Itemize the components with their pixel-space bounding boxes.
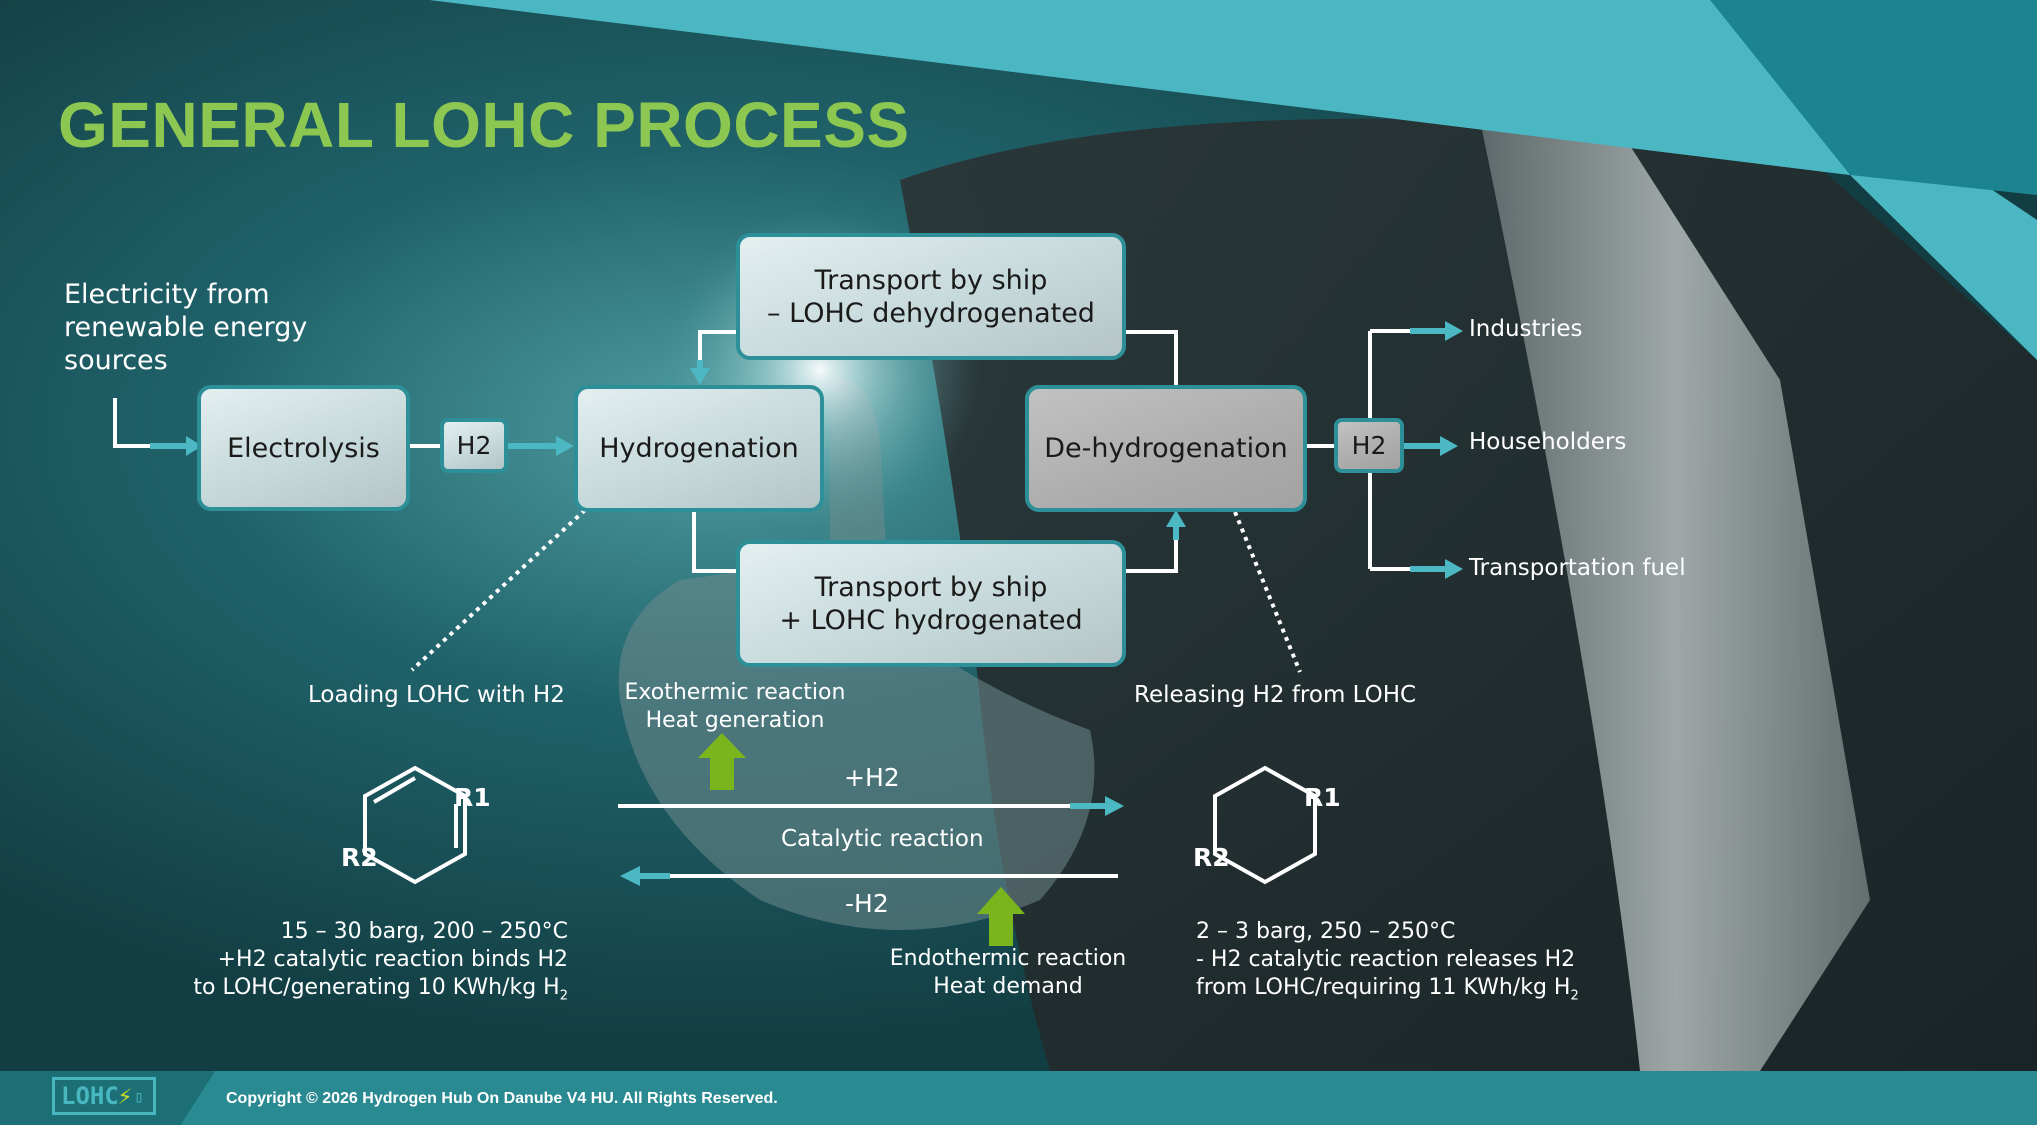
conditions-left-line1: 15 – 30 barg, 200 – 250°C — [280, 919, 568, 944]
loading-label: Loading LOHC with H2 — [308, 682, 565, 708]
endothermic-label: Endothermic reaction Heat demand — [868, 945, 1148, 1001]
conditions-right-line1: 2 – 3 barg, 250 – 250°C — [1196, 919, 1456, 944]
exothermic-line1: Exothermic reaction — [624, 680, 846, 705]
conditions-left-line3: to LOHC/generating 10 KWh/kg H — [193, 975, 560, 1000]
endothermic-arrow — [977, 887, 1025, 946]
right-molecule-r2: R2 — [1193, 843, 1230, 872]
h2-left-label: H2 — [456, 431, 492, 460]
left-molecule-r1: R1 — [454, 783, 491, 812]
dehydrogenation-box: De-hydrogenation — [1025, 385, 1307, 512]
plus-h2-label: +H2 — [844, 763, 900, 792]
h2-left-box: H2 — [440, 418, 508, 473]
lightning-icon: ⚡ — [117, 1082, 133, 1110]
exothermic-line2: Heat generation — [645, 708, 825, 733]
transport-bottom-line1: Transport by ship — [814, 571, 1048, 603]
releasing-label: Releasing H2 from LOHC — [1134, 682, 1417, 708]
page-title: GENERAL LOHC PROCESS — [58, 89, 910, 161]
transport-bottom-line2: + LOHC hydrogenated — [779, 604, 1083, 636]
output-transportation-fuel: Transportation fuel — [1469, 555, 1686, 581]
right-molecule-r1: R1 — [1304, 783, 1341, 812]
minus-h2-label: -H2 — [845, 889, 889, 918]
logo-text: LOHC — [61, 1082, 119, 1110]
conditions-right-line2: - H2 catalytic reaction releases H2 — [1196, 947, 1576, 972]
copyright-text: Copyright © 2026 Hydrogen Hub On Danube … — [226, 1090, 778, 1107]
endothermic-line2: Heat demand — [933, 974, 1083, 999]
catalytic-label: Catalytic reaction — [781, 826, 984, 852]
conditions-left-line2: +H2 catalytic reaction binds H2 — [217, 947, 568, 972]
molecule-aromatic-left — [363, 765, 467, 885]
exothermic-label: Exothermic reaction Heat generation — [600, 679, 870, 735]
endothermic-line1: Endothermic reaction — [889, 946, 1127, 971]
exothermic-arrow — [698, 733, 746, 790]
h2-right-label: H2 — [1351, 431, 1387, 460]
output-industries: Industries — [1469, 316, 1583, 342]
electrolysis-box: Electrolysis — [197, 385, 410, 511]
transport-bottom-box: Transport by ship + LOHC hydrogenated — [736, 540, 1126, 667]
transport-top-line2: – LOHC dehydrogenated — [767, 297, 1095, 329]
footer-logo-panel — [0, 1071, 215, 1125]
h2-right-box: H2 — [1334, 418, 1404, 473]
output-householders: Householders — [1469, 429, 1627, 455]
hydrogenation-label: Hydrogenation — [599, 433, 799, 464]
conditions-left-subscript: 2 — [559, 988, 568, 1004]
molecule-cyclic-right — [1213, 765, 1317, 885]
transport-top-box: Transport by ship – LOHC dehydrogenated — [736, 233, 1126, 360]
left-molecule-r2: R2 — [341, 843, 378, 872]
conditions-right-line3: from LOHC/requiring 11 KWh/kg H — [1196, 975, 1571, 1000]
source-label: Electricity from renewable energy source… — [64, 279, 308, 376]
transport-top-line1: Transport by ship — [814, 264, 1048, 296]
electrolysis-label: Electrolysis — [227, 432, 380, 464]
hydrogenation-box: Hydrogenation — [574, 385, 824, 512]
footer-bar — [0, 1071, 2037, 1125]
conditions-right: 2 – 3 barg, 250 – 250°C - H2 catalytic r… — [1196, 918, 1636, 1010]
conditions-right-subscript: 2 — [1570, 988, 1579, 1004]
dehydrogenation-label: De-hydrogenation — [1044, 433, 1288, 464]
lohc-logo: LOHC⚡▯ — [52, 1077, 156, 1115]
battery-icon: ▯ — [134, 1086, 144, 1106]
conditions-left: 15 – 30 barg, 200 – 250°C +H2 catalytic … — [140, 918, 568, 1010]
